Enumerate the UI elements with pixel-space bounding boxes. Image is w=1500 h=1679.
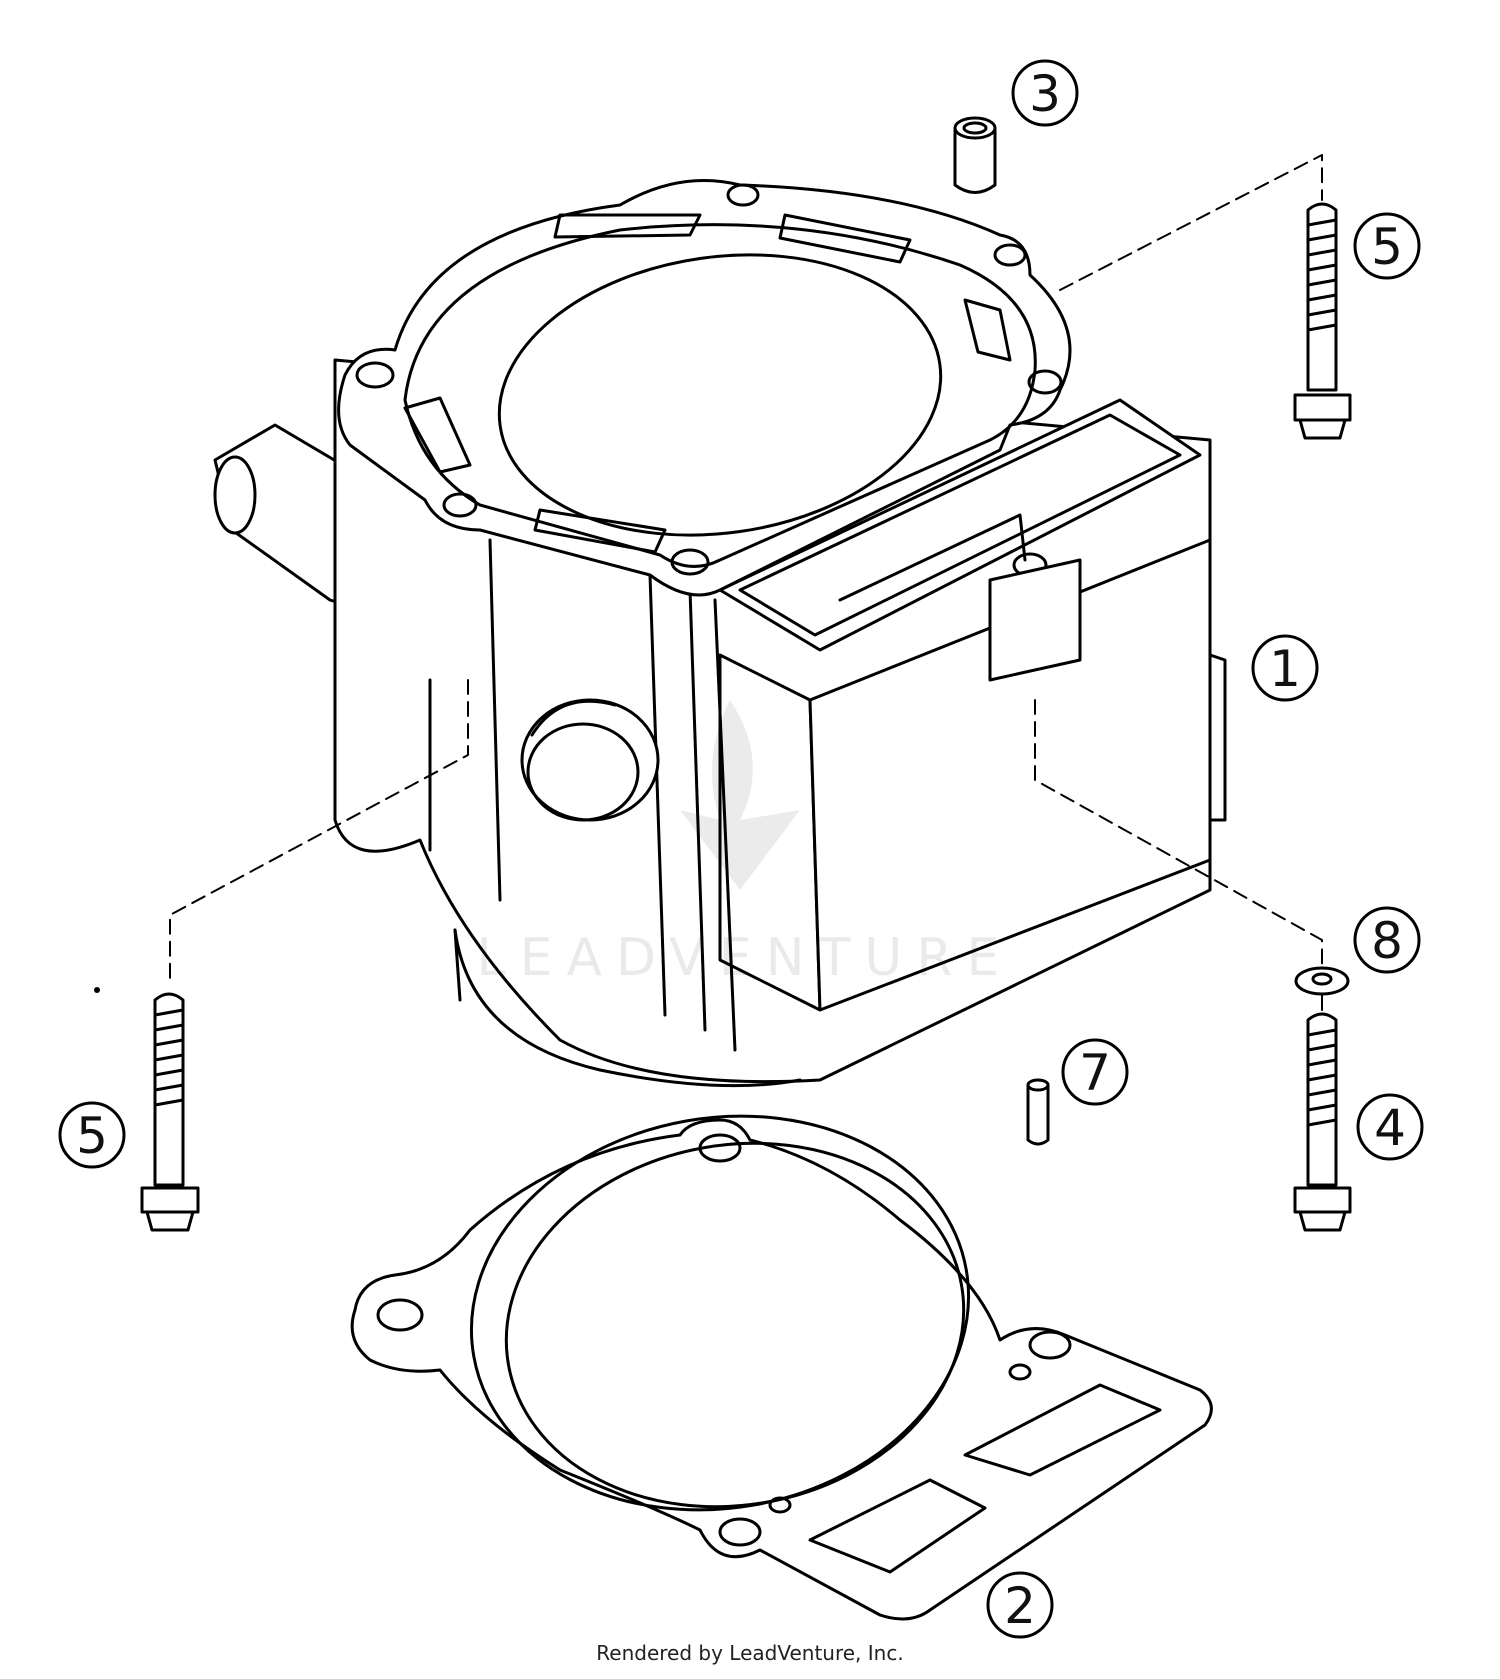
svg-text:4: 4: [1374, 1099, 1406, 1157]
callout-1: 1: [1251, 634, 1319, 702]
callout-5-lower: 5: [58, 1101, 126, 1169]
bolt-lower-right: [1293, 1012, 1352, 1232]
svg-text:7: 7: [1079, 1044, 1111, 1102]
watermark-text: LEADVENTURE: [477, 928, 1014, 988]
callout-8: 8: [1353, 906, 1421, 974]
bolt-lower-left: [140, 992, 200, 1232]
stray-dot: [94, 987, 100, 993]
callout-4: 4: [1356, 1093, 1424, 1161]
watermark: LEADVENTURE: [477, 700, 1014, 988]
svg-text:8: 8: [1371, 912, 1403, 970]
washer-part: [1294, 966, 1350, 996]
callout-7: 7: [1061, 1038, 1129, 1106]
watermark-logo-icon: [680, 700, 800, 890]
bolt-upper-right: [1293, 202, 1352, 440]
callout-2: 2: [986, 1571, 1054, 1639]
svg-text:5: 5: [1371, 218, 1403, 276]
svg-text:3: 3: [1029, 65, 1061, 123]
dowel-sleeve-part: [953, 116, 997, 194]
dowel-pin-part: [1026, 1078, 1050, 1146]
svg-text:1: 1: [1269, 640, 1301, 698]
cylinder-part: [213, 179, 1227, 1088]
svg-text:2: 2: [1004, 1577, 1036, 1635]
callout-3: 3: [1011, 59, 1079, 127]
head-gasket-part: [350, 1114, 1213, 1621]
callout-5-upper: 5: [1353, 212, 1421, 280]
assembly-dashed-lines: [169, 154, 1323, 1011]
render-credit: Rendered by LeadVenture, Inc.: [596, 1641, 904, 1665]
svg-text:5: 5: [76, 1107, 108, 1165]
